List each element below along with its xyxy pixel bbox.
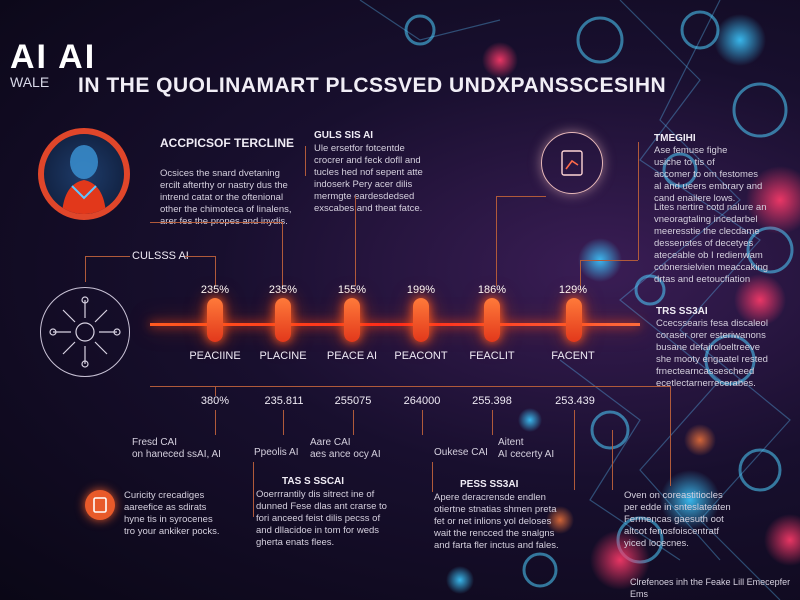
stage-percent: 155% [337,284,367,296]
stage-label: FACENT [551,350,595,362]
connector-line [85,256,130,257]
stage-value: 255.398 [472,395,512,407]
connector-line [150,222,282,223]
lower-label: Oukese CAI [434,447,488,458]
footer-text: Clrefenoes inh the Feake Lill Emecepfer … [630,577,791,599]
stage-value: 253.439 [555,395,595,407]
connector-line [305,146,306,176]
stage-percent: 235% [200,284,230,296]
connector-line [580,260,638,261]
stage-value: 255075 [334,395,372,407]
bottom-heading: TAS S SSCAI [282,476,345,487]
stage-label: PEACONT [394,350,448,362]
lower-label: Ppeolis AI [254,447,299,458]
connector-line [353,410,354,435]
stage-marker[interactable] [484,298,500,342]
connector-line [185,256,215,257]
stage-percent: 235% [268,284,298,296]
stage-marker[interactable] [344,298,360,342]
connector-line [496,196,497,286]
connector-line [580,260,581,290]
panel-heading: TRS SS3AI [656,306,708,317]
robot-avatar-icon [38,128,130,220]
panel-heading: GULS SIS AI [314,130,374,141]
timeline-bar [150,323,640,326]
bottom-heading: PESS SS3AI [460,479,519,490]
target-chart-icon [541,132,603,194]
panel-heading: TMEGIHI [654,133,696,144]
stage-percent: 129% [558,284,588,296]
stage-label: PLACINE [259,350,307,362]
stage-label: FEACLIT [469,350,515,362]
gear-network-icon [40,287,130,377]
connector-line [282,222,283,286]
connector-line [215,410,216,435]
connector-line [253,462,254,517]
connector-line [422,410,423,435]
stage-value: 264000 [403,395,441,407]
connector-line [215,386,216,396]
connector-line [283,410,284,435]
headline: IN THE QUOLINAMART PLCSSVED UNDXPANSSCES… [78,74,667,97]
connector-line [670,386,671,486]
stage-marker[interactable] [413,298,429,342]
stage-percent: 186% [477,284,507,296]
connector-line [638,142,639,260]
connector-line [150,386,670,387]
stage-marker[interactable] [207,298,223,342]
connector-line [496,196,546,197]
page-title: AI AI [10,38,97,76]
stage-label: PEACE AI [326,350,378,362]
connector-line [215,256,216,286]
timeline-label: CULSSS AI [132,250,189,262]
panel-heading: ACCPICSOF TERCLINE [160,136,295,150]
stage-marker[interactable] [275,298,291,342]
stage-value: 380% [200,395,230,407]
stage-value: 235.811 [264,395,304,407]
connector-line [432,462,433,492]
connector-line [85,256,86,282]
document-icon [85,490,115,520]
connector-line [492,410,493,435]
page-subtitle: WALE [10,74,50,90]
connector-line [355,196,356,286]
stage-percent: 199% [406,284,436,296]
stage-marker[interactable] [566,298,582,342]
connector-line [612,430,613,490]
stage-label: PEACIINE [189,350,241,362]
connector-line [574,410,575,490]
